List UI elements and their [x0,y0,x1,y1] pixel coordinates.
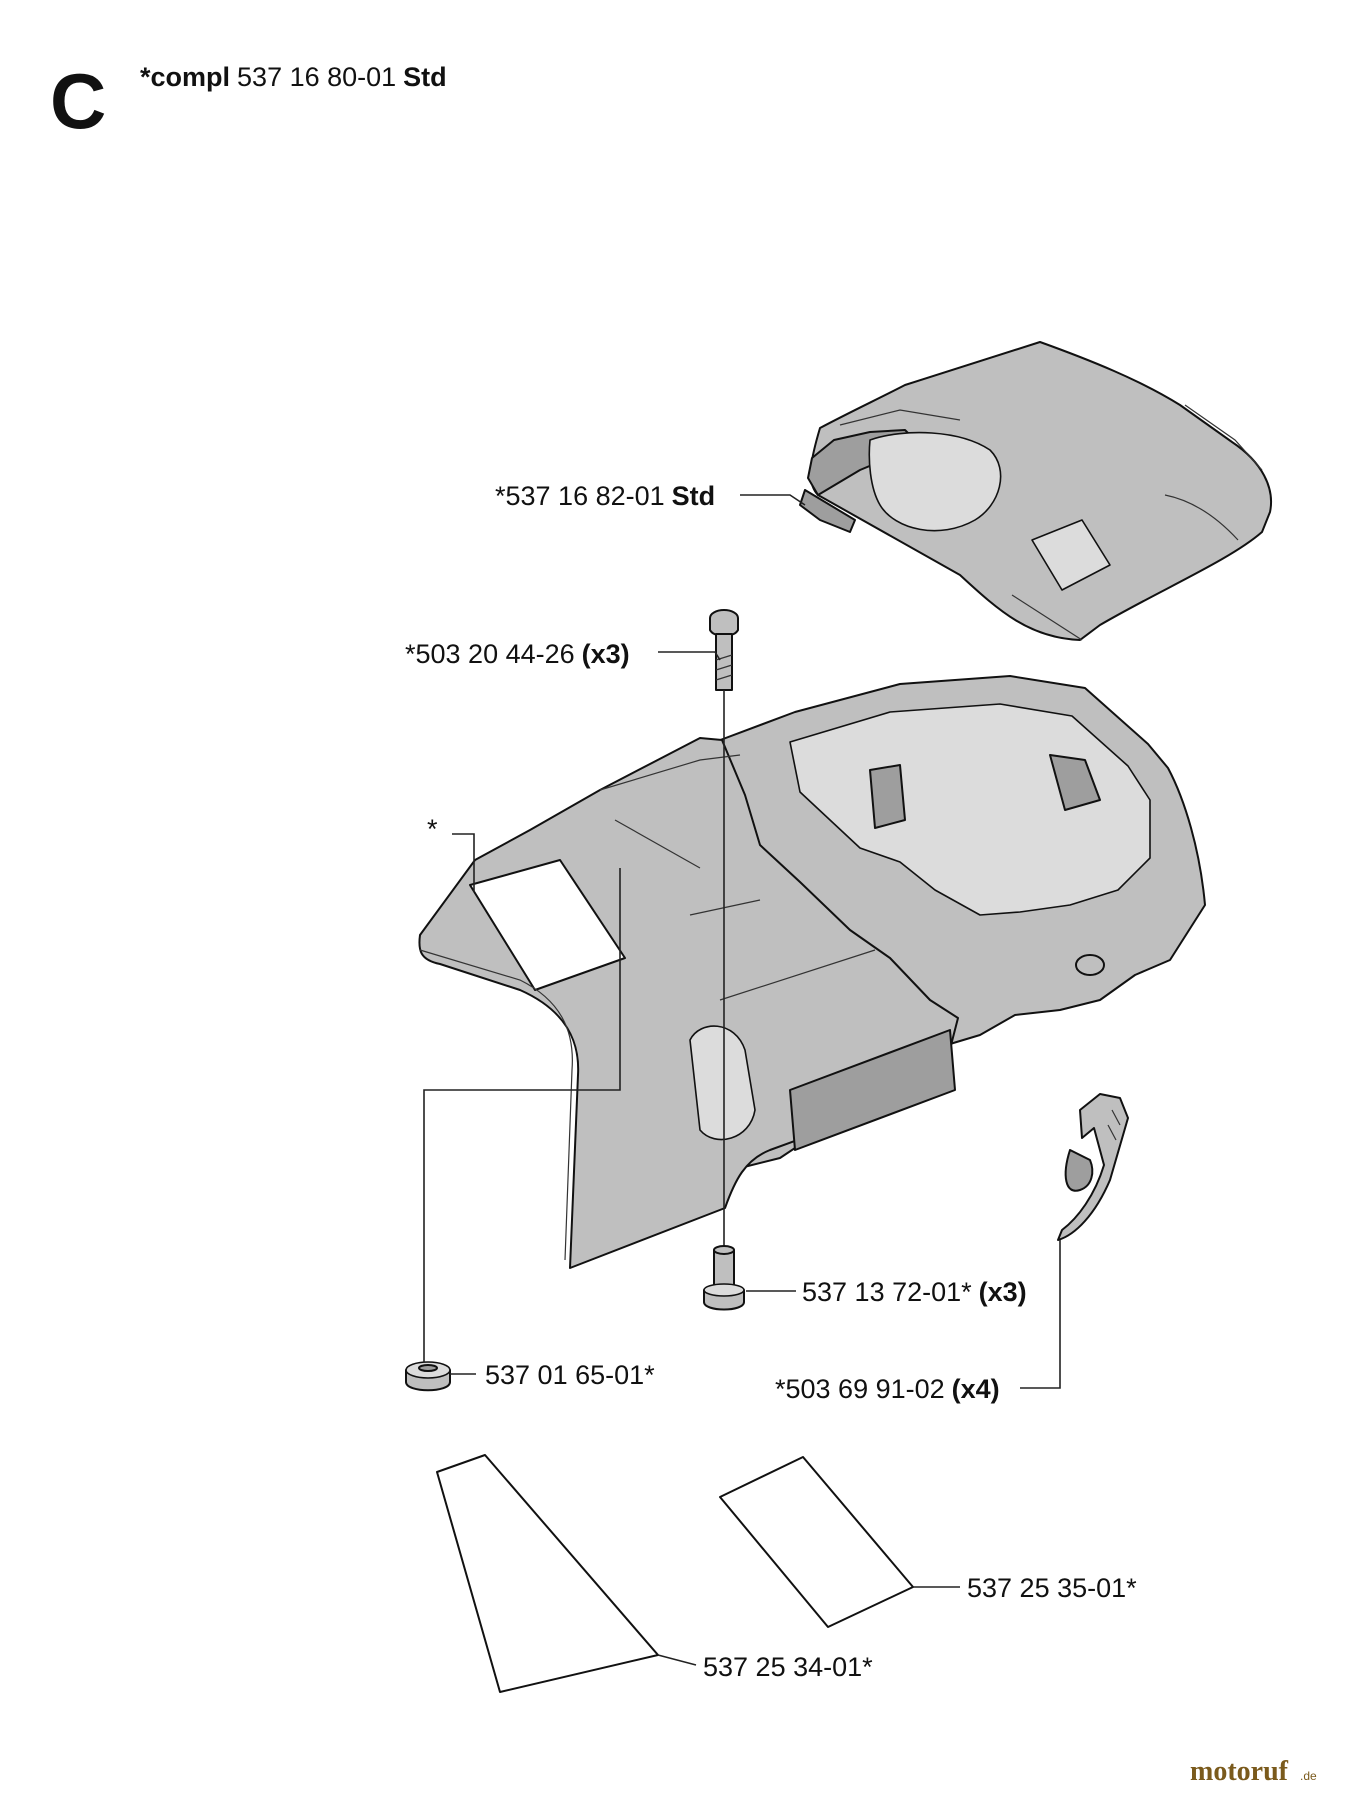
label-decal-right: 537 25 35-01* [967,1573,1137,1603]
decal-left-part [436,1454,659,1693]
decal-right-part [719,1456,914,1628]
label-grommet: 537 01 65-01* [485,1360,655,1390]
screw-leader [658,651,721,661]
asterisk-leader [452,833,475,892]
section-letter: C [50,57,106,145]
watermark-brand: motoruf [1190,1756,1289,1787]
label-asterisk: * [427,814,438,844]
grommet-centerline [423,868,621,1362]
assembly-number: 537 16 80-01 [237,62,396,92]
clip-leader [1020,1240,1061,1389]
sleeve-part [703,1245,745,1311]
top-cover-leader [740,494,806,506]
assembly-prefix: *compl [140,62,230,92]
label-clip: *503 69 91-02(x4) [775,1374,1000,1404]
assembly-suffix: Std [403,62,447,92]
clip-part [1057,1093,1129,1241]
label-sleeve: 537 13 72-01*(x3) [802,1277,1027,1307]
top-cover-part [799,341,1272,641]
label-decal-left: 537 25 34-01* [703,1652,873,1682]
grommet-part [405,1361,451,1392]
decal-left-leader [657,1654,697,1666]
screw-part [709,609,739,691]
watermark-tld: .de [1300,1769,1317,1783]
label-screw: *503 20 44-26(x3) [405,639,630,669]
housing-part [418,675,1206,1269]
